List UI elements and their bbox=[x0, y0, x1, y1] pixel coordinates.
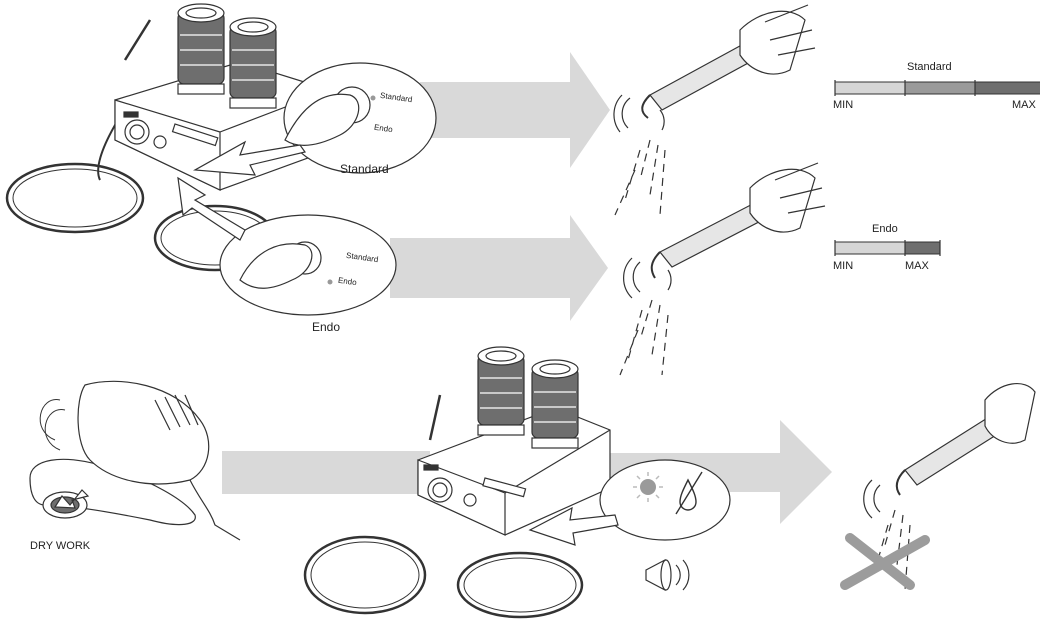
standard-scale bbox=[834, 80, 1040, 96]
ultrasonic-unit-bottom bbox=[303, 346, 611, 619]
no-spray-cross bbox=[840, 533, 930, 590]
endo-scale-title: Endo bbox=[872, 223, 898, 235]
bottle-left-bottom bbox=[477, 346, 525, 436]
standard-scale-segment-3 bbox=[974, 81, 1040, 95]
label-dry-work: DRY WORK bbox=[30, 540, 91, 552]
endo-scale-segment-2 bbox=[904, 241, 941, 255]
handpiece-dry bbox=[863, 383, 1036, 591]
foot-pedal bbox=[29, 380, 241, 541]
bottle-right-bottom bbox=[531, 359, 579, 449]
zoom-bubble-standard bbox=[283, 62, 437, 174]
endo-scale bbox=[834, 240, 941, 256]
standard-scale-title: Standard bbox=[907, 61, 952, 73]
arrow-endo-flow bbox=[390, 215, 608, 321]
arrow-dry-work-flow bbox=[222, 451, 430, 494]
pointer-arrow-standard bbox=[192, 140, 307, 176]
arrow-standard-flow bbox=[420, 52, 610, 168]
handpiece-endo bbox=[619, 162, 826, 376]
endo-scale-max: MAX bbox=[905, 260, 929, 272]
endo-scale-min: MIN bbox=[833, 260, 854, 272]
standard-scale-max: MAX bbox=[1012, 99, 1036, 111]
label-endo-mode: Endo bbox=[312, 320, 341, 334]
standard-scale-segment-2 bbox=[904, 81, 976, 95]
handpiece-standard bbox=[613, 4, 816, 216]
zoom-bubble-dry bbox=[599, 459, 731, 541]
standard-scale-segment-1 bbox=[834, 81, 906, 95]
standard-scale-segments bbox=[834, 81, 1040, 95]
bottle-left bbox=[177, 3, 225, 95]
light-icon bbox=[633, 472, 663, 502]
flow-arrows bbox=[222, 52, 832, 524]
arrow-dry-work-flow-right bbox=[600, 420, 832, 524]
bottle-right bbox=[229, 17, 277, 109]
no-water-icon bbox=[675, 471, 703, 515]
label-standard-mode: Standard bbox=[340, 162, 389, 176]
standard-scale-min: MIN bbox=[833, 99, 854, 111]
endo-scale-segment-1 bbox=[834, 241, 906, 255]
endo-scale-segments bbox=[834, 241, 941, 255]
sound-icon bbox=[645, 559, 690, 591]
pointer-arrow-endo bbox=[177, 176, 246, 241]
zoom-bubble-endo bbox=[219, 214, 397, 316]
cords-left bbox=[39, 399, 66, 451]
pointer-arrow-dry bbox=[528, 506, 619, 546]
